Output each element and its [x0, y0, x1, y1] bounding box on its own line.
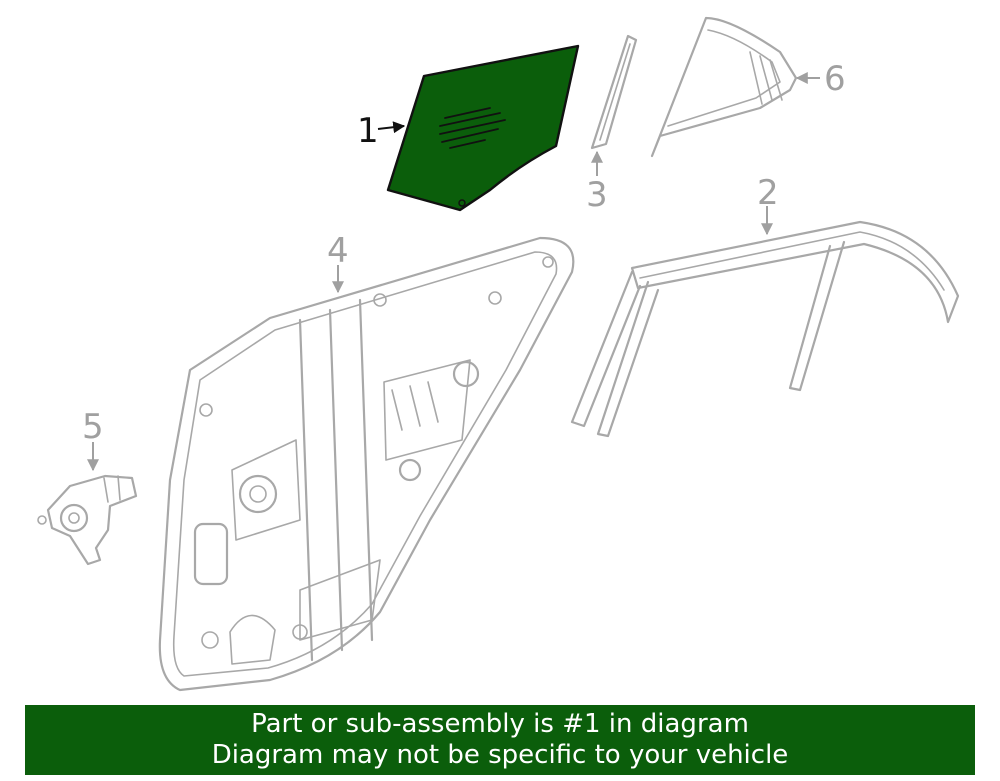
callout-5: 5: [82, 407, 104, 447]
part-5-regulator-motor[interactable]: [37, 474, 138, 566]
callout-3: 3: [586, 175, 608, 215]
callout-leader-1: [377, 121, 406, 134]
info-banner: Part or sub-assembly is #1 in diagram Di…: [25, 705, 975, 775]
part-1-door-glass[interactable]: [386, 44, 580, 212]
part-6-quarter-glass[interactable]: [650, 16, 798, 158]
part-3-glass-run[interactable]: [590, 34, 638, 150]
banner-line-1: Part or sub-assembly is #1 in diagram: [251, 709, 749, 739]
parts-diagram: 1 2 3 4 5 6: [37, 16, 960, 692]
callout-6: 6: [824, 59, 846, 99]
part-2-door-molding[interactable]: [570, 220, 960, 438]
banner-line-2: Diagram may not be specific to your vehi…: [211, 740, 789, 770]
callout-1: 1: [357, 111, 379, 151]
part-4-door-module[interactable]: [158, 236, 575, 692]
callout-2: 2: [757, 173, 779, 213]
callout-4: 4: [327, 231, 349, 271]
